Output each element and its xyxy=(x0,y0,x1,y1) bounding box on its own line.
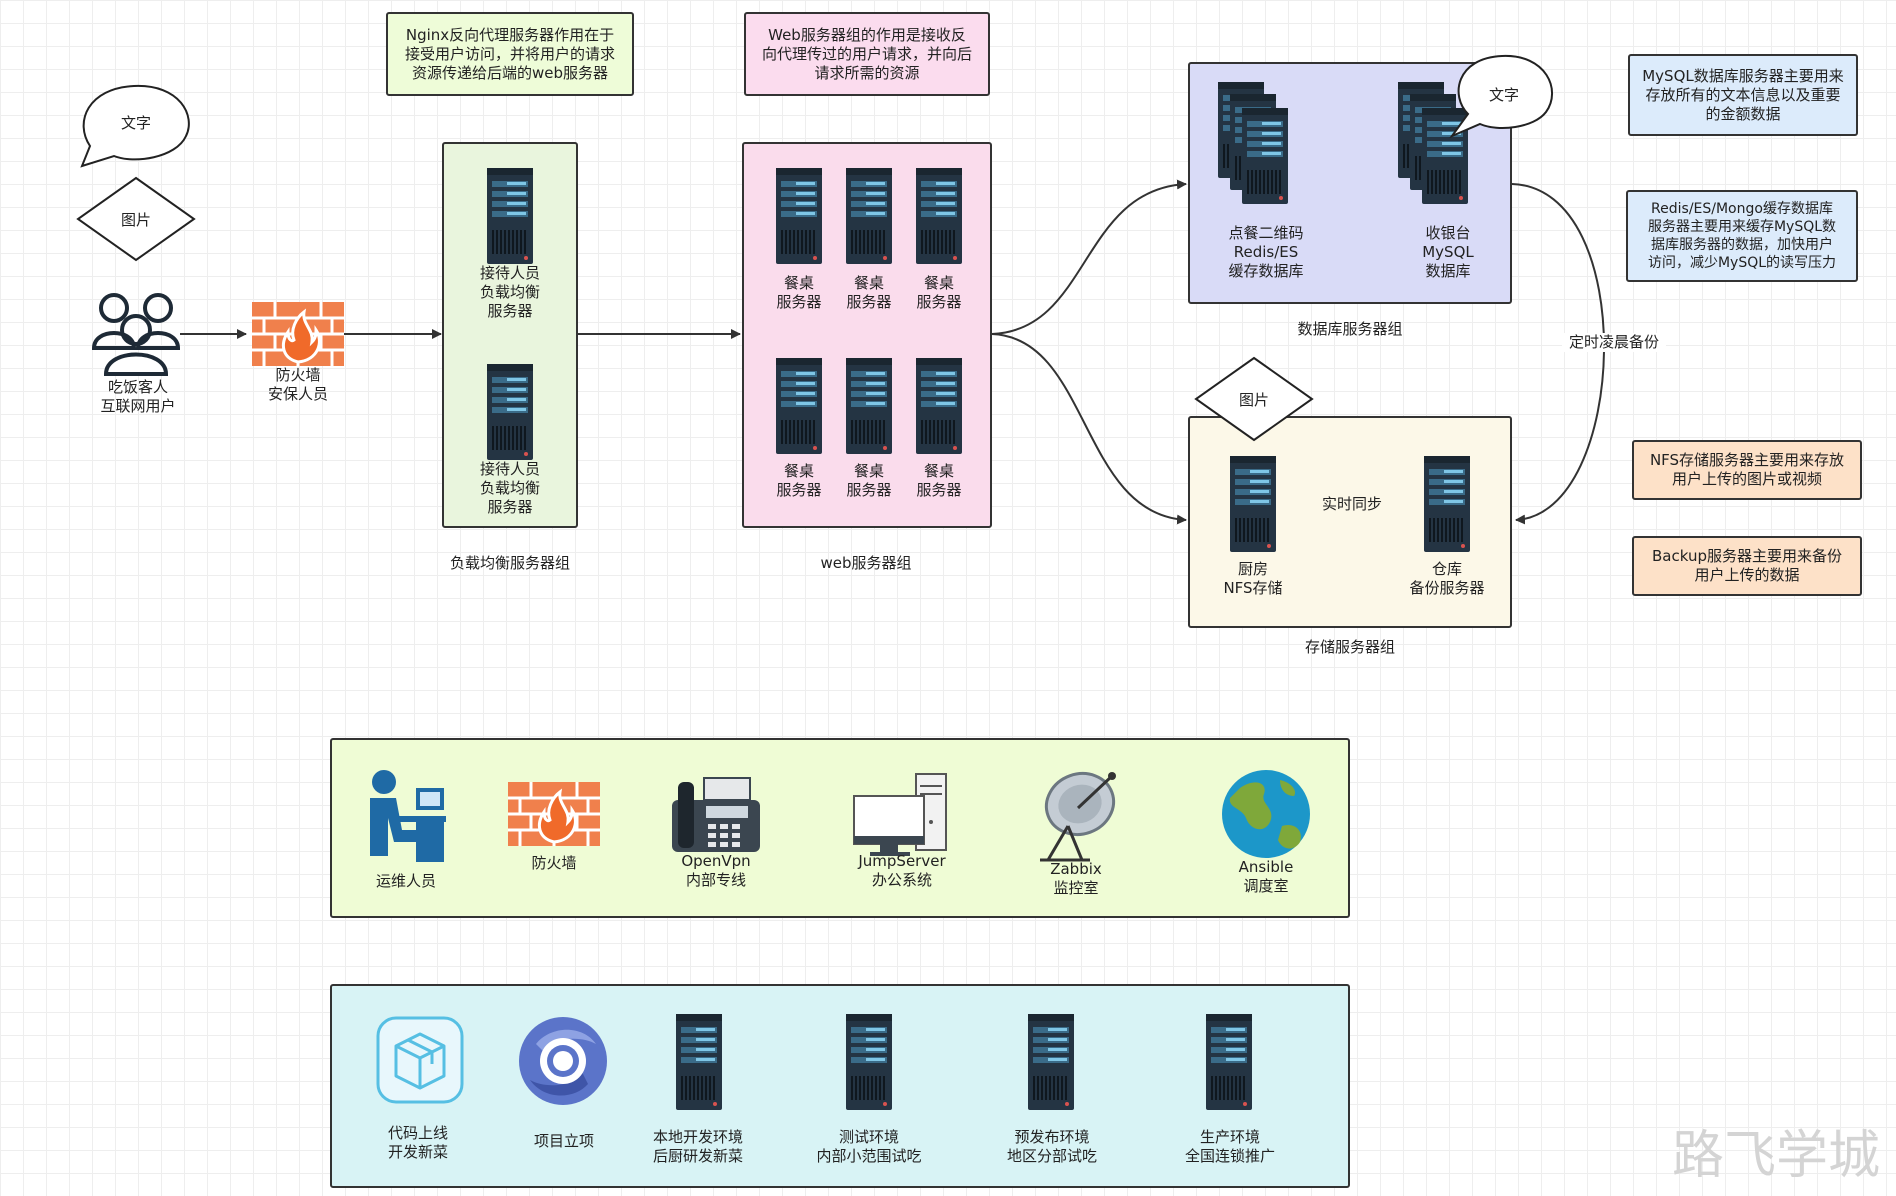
operator-icon xyxy=(370,770,446,862)
server-icon xyxy=(776,358,822,454)
firewall-label: 防火墙安保人员 xyxy=(267,366,328,403)
diamond-shape-storage xyxy=(1194,356,1314,442)
package-box-icon xyxy=(376,1016,464,1104)
diamond-text: 图片 xyxy=(120,211,151,229)
server-icon xyxy=(1242,108,1288,204)
satellite-dish-icon xyxy=(1040,772,1116,862)
users-icon xyxy=(92,293,180,376)
callout-text: 文字 xyxy=(1488,86,1519,104)
web-server-label: 餐桌服务器 xyxy=(776,462,822,499)
ops-step-label: 防火墙 xyxy=(531,854,577,872)
note-redis: Redis/ES/Mongo缓存数据库服务器主要用来缓存MySQL数据库服务器的… xyxy=(1626,190,1858,282)
firewall-icon xyxy=(252,302,344,366)
diamond-text: 图片 xyxy=(1238,391,1269,409)
ops-group-box xyxy=(330,738,1350,918)
ring-logo-icon xyxy=(519,1017,607,1105)
workstation-icon xyxy=(853,773,947,856)
server-icon xyxy=(846,358,892,454)
diamond-shape-left xyxy=(76,176,196,262)
server-icon xyxy=(846,1014,892,1110)
lb-group-title: 负载均衡服务器组 xyxy=(449,554,570,572)
lb-server-label: 接待人员负载均衡服务器 xyxy=(479,460,540,516)
globe-icon xyxy=(1222,770,1310,858)
web-server-label: 餐桌服务器 xyxy=(846,462,892,499)
lb-server-label: 接待人员负载均衡服务器 xyxy=(479,264,540,320)
server-icon xyxy=(776,168,822,264)
note-nginx: Nginx反向代理服务器作用在于接受用户访问，并将用户的请求资源传递给后端的we… xyxy=(386,12,634,96)
server-icon xyxy=(676,1014,722,1110)
note-backup: Backup服务器主要用来备份用户上传的数据 xyxy=(1632,536,1862,596)
note-mysql: MySQL数据库服务器主要用来存放所有的文本信息以及重要的金额数据 xyxy=(1628,54,1858,136)
edge-label-realtime-sync: 实时同步 xyxy=(1318,495,1386,514)
server-icon xyxy=(846,168,892,264)
server-icon xyxy=(916,168,962,264)
dev-step-label: 测试环境内部小范围试吃 xyxy=(816,1128,922,1165)
web-server-label: 餐桌服务器 xyxy=(846,274,892,311)
fax-phone-icon xyxy=(672,777,760,852)
edge-label-nightly-backup: 定时凌晨备份 xyxy=(1562,333,1666,352)
dev-step-label: 生产环境全国连锁推广 xyxy=(1184,1128,1275,1165)
note-web: Web服务器组的作用是接收反向代理传过的用户请求，并向后请求所需的资源 xyxy=(744,12,990,96)
users-label: 吃饭客人互联网用户 xyxy=(100,378,176,415)
server-icon xyxy=(1028,1014,1074,1110)
dev-group-box xyxy=(330,984,1350,1188)
server-icon xyxy=(1230,456,1276,552)
ops-step-label: 运维人员 xyxy=(375,872,436,890)
web-group-title: web服务器组 xyxy=(820,554,912,572)
web-server-label: 餐桌服务器 xyxy=(916,462,962,499)
server-icon xyxy=(487,364,533,460)
server-icon xyxy=(487,168,533,264)
speech-bubble-top-left xyxy=(80,84,190,168)
note-nfs: NFS存储服务器主要用来存放用户上传的图片或视频 xyxy=(1632,440,1862,500)
server-icon xyxy=(1206,1014,1252,1110)
dev-step-label: 预发布环境地区分部试吃 xyxy=(1006,1128,1097,1165)
backup-label: 仓库备份服务器 xyxy=(1409,560,1485,597)
db-group-title: 数据库服务器组 xyxy=(1297,320,1403,338)
firewall-icon xyxy=(508,782,600,846)
dev-step-label: 项目立项 xyxy=(533,1132,594,1150)
callout-text: 文字 xyxy=(120,114,151,132)
server-icon xyxy=(916,358,962,454)
speech-bubble-db xyxy=(1449,54,1554,138)
web-server-label: 餐桌服务器 xyxy=(916,274,962,311)
watermark-text: 路飞学城 xyxy=(1672,1126,1881,1186)
server-icon xyxy=(1424,456,1470,552)
dev-step-label: 本地开发环境后厨研发新菜 xyxy=(652,1128,743,1165)
web-server-label: 餐桌服务器 xyxy=(776,274,822,311)
dev-step-label: 代码上线开发新菜 xyxy=(387,1124,448,1161)
storage-group-title: 存储服务器组 xyxy=(1304,638,1395,656)
